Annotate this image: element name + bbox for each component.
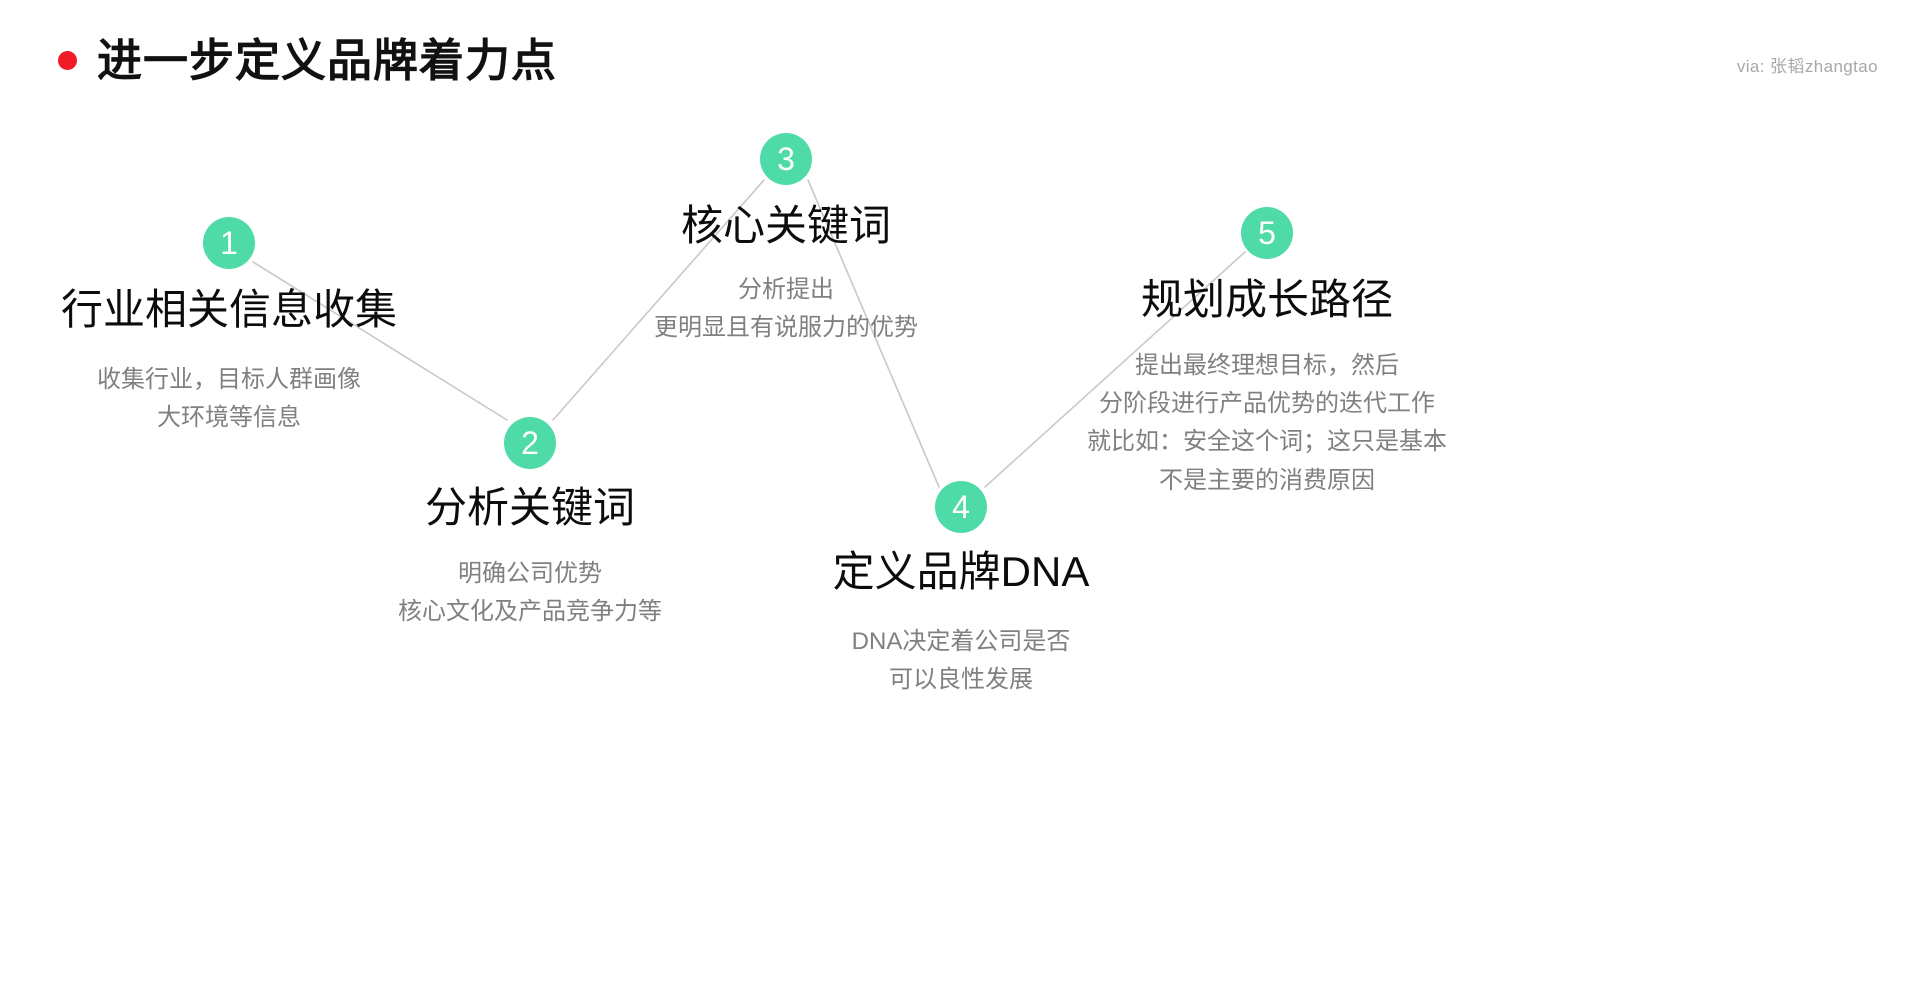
step-desc-4: DNA决定着公司是否 可以良性发展 — [701, 623, 1221, 700]
step-node-5[interactable]: 5 规划成长路径 提出最终理想目标，然后 分阶段进行产品优势的迭代工作 就比如：… — [1007, 207, 1527, 500]
step-desc-2: 明确公司优势 核心文化及产品竞争力等 — [270, 555, 790, 632]
bullet-icon — [58, 51, 77, 70]
step-badge-1: 1 — [203, 217, 255, 269]
step-node-1[interactable]: 1 行业相关信息收集 收集行业，目标人群画像 大环境等信息 — [0, 217, 489, 437]
step-title-2: 分析关键词 — [424, 484, 635, 531]
step-desc-line: 明确公司优势 — [458, 559, 602, 587]
step-desc-line: 分阶段进行产品优势的迭代工作 — [1099, 389, 1435, 417]
step-desc-line: DNA决定着公司是否 — [851, 627, 1071, 655]
step-title-1: 行业相关信息收集 — [60, 286, 397, 333]
step-desc-1: 收集行业，目标人群画像 大环境等信息 — [0, 361, 489, 438]
step-node-4[interactable]: 4 定义品牌DNA DNA决定着公司是否 可以良性发展 — [701, 481, 1221, 699]
step-badge-2: 2 — [504, 417, 556, 469]
step-desc-line: 不是主要的消费原因 — [1159, 466, 1375, 494]
step-node-3[interactable]: 3 核心关键词 分析提出 更明显且有说服力的优势 — [526, 133, 1046, 347]
step-title-5: 规划成长路径 — [1140, 276, 1393, 323]
step-title-4: 定义品牌DNA — [832, 548, 1090, 595]
step-desc-line: 大环境等信息 — [157, 403, 301, 431]
step-desc-line: 核心文化及产品竞争力等 — [398, 597, 662, 625]
step-desc-5: 提出最终理想目标，然后 分阶段进行产品优势的迭代工作 就比如：安全这个词；这只是… — [1007, 347, 1527, 501]
step-desc-line: 收集行业，目标人群画像 — [97, 365, 361, 393]
page-title: 进一步定义品牌着力点 — [97, 35, 558, 86]
slide-header: 进一步定义品牌着力点 — [58, 38, 557, 83]
step-desc-line: 更明显且有说服力的优势 — [654, 313, 918, 341]
step-desc-3: 分析提出 更明显且有说服力的优势 — [526, 271, 1046, 348]
step-node-2[interactable]: 2 分析关键词 明确公司优势 核心文化及产品竞争力等 — [270, 417, 790, 631]
step-badge-3: 3 — [760, 133, 812, 185]
step-desc-line: 就比如：安全这个词；这只是基本 — [1087, 428, 1447, 456]
step-desc-line: 提出最终理想目标，然后 — [1135, 351, 1399, 379]
step-badge-5: 5 — [1241, 207, 1293, 259]
step-desc-line: 可以良性发展 — [889, 665, 1033, 693]
attribution-label: via: 张韬zhangtao — [1736, 57, 1878, 76]
step-badge-4: 4 — [935, 481, 987, 533]
step-desc-line: 分析提出 — [738, 275, 834, 303]
step-title-3: 核心关键词 — [680, 202, 891, 249]
